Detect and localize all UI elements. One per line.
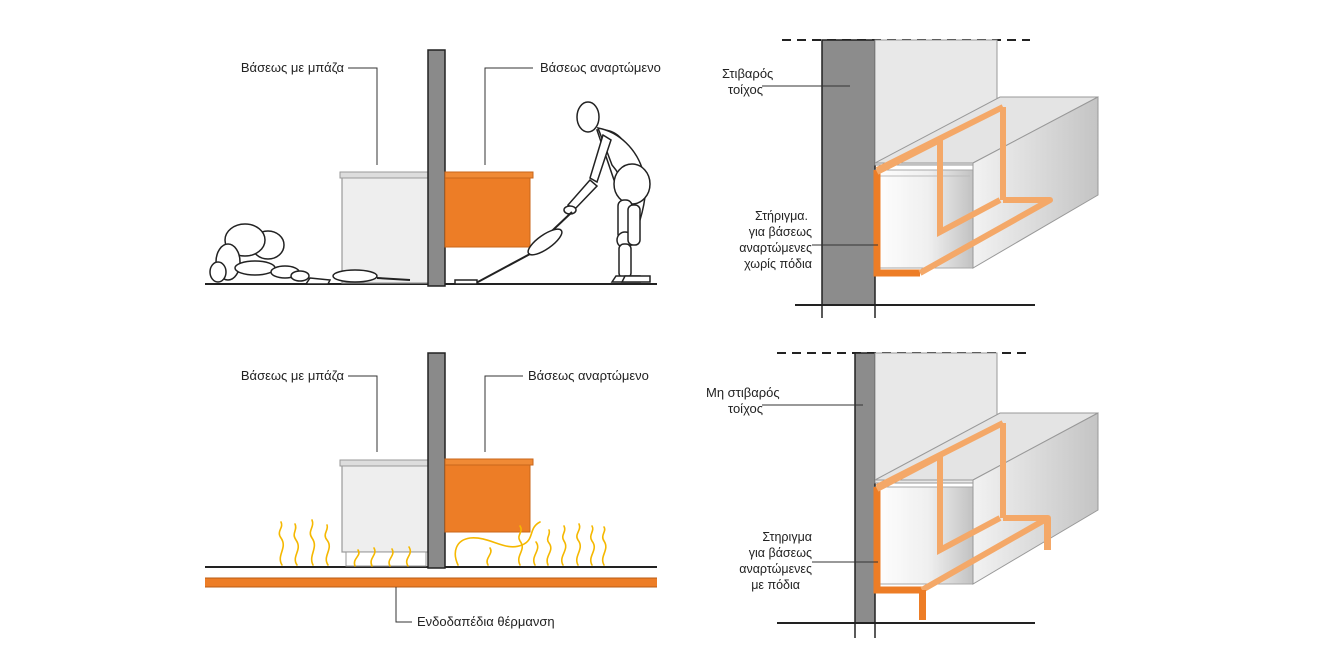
label-bracket-line4: χωρίς πόδια (744, 257, 812, 271)
wall-hung-cabinet (444, 176, 531, 248)
floor-base-cabinet (341, 463, 431, 553)
wall-hung-cabinet-top (444, 458, 534, 466)
label-bracket-line1: Στηριγμα (762, 530, 812, 544)
wall-hung-cabinet-top (444, 171, 534, 179)
wall-hung-cabinet (444, 463, 531, 533)
panel-non-solid-wall-support: Μη στιβαρός τοίχος Στηριγμα για βάσεως α… (706, 352, 1099, 638)
label-wall-line2: τοίχος (728, 401, 763, 416)
bracket-leg-front (919, 590, 926, 620)
label-bracket-line4: με πόδια (751, 578, 800, 592)
label-wall-line1: Στιβαρός (722, 66, 773, 81)
bracket-leg-back (1044, 518, 1051, 550)
vacuum-nozzle (454, 279, 478, 285)
crouching-person-figure (209, 223, 332, 285)
label-bracket-line3: αναρτώμενες (739, 241, 812, 255)
floor-base-cabinet (341, 174, 431, 284)
label-wall-line1: Μη στιβαρός (706, 385, 780, 400)
solid-wall (821, 39, 876, 306)
label-bracket-line2: για βάσεως (749, 546, 812, 560)
cabinet-plinth (345, 551, 427, 567)
cabinet-top (339, 171, 433, 179)
label-wall-hung: Βάσεως αναρτώμενο (528, 368, 649, 383)
label-wall-hung: Βάσεως αναρτώμενο (540, 60, 661, 75)
wall-bracket-with-legs (873, 420, 1051, 620)
wall-section (427, 49, 446, 287)
standing-person-figure (563, 101, 651, 283)
label-bracket-line3: αναρτώμενες (739, 562, 812, 576)
vacuum-hose (376, 277, 411, 281)
heat-waves (278, 519, 607, 567)
panel-solid-wall-support: Στιβαρός τοίχος Στήριγμα. για βάσεως ανα… (722, 39, 1099, 318)
label-heating: Ενδοδαπέδια θέρμανση (417, 614, 555, 629)
panel-underfloor-heating: Βάσεως με μπάζα Βάσεως αναρτώμενο Ενδοδα… (205, 352, 657, 629)
label-bracket-line1: Στήριγμα. (755, 209, 808, 223)
panel-cleaning-comparison: Βάσεως με μπάζα Βάσεως αναρτώμενο (205, 49, 661, 287)
vacuum-hose-2 (475, 253, 531, 284)
leader-floor-base (348, 67, 378, 165)
cabinet-top (339, 459, 433, 467)
vacuum-body (527, 228, 563, 256)
thin-wall (854, 352, 876, 624)
leader-wall-hung (484, 67, 533, 165)
label-wall-line2: τοίχος (728, 82, 763, 97)
vacuum-head (332, 269, 378, 283)
leader-floor-base (348, 375, 378, 452)
label-bracket-line2: για βάσεως (749, 225, 812, 239)
wall-bracket-no-legs (873, 104, 1053, 277)
wall-section (427, 352, 446, 569)
label-floor-base: Βάσεως με μπάζα (241, 60, 345, 75)
label-floor-base: Βάσεως με μπάζα (241, 368, 345, 383)
leader-wall-hung (484, 375, 523, 452)
heating-pipe (205, 578, 657, 587)
leader-heating (395, 587, 412, 623)
